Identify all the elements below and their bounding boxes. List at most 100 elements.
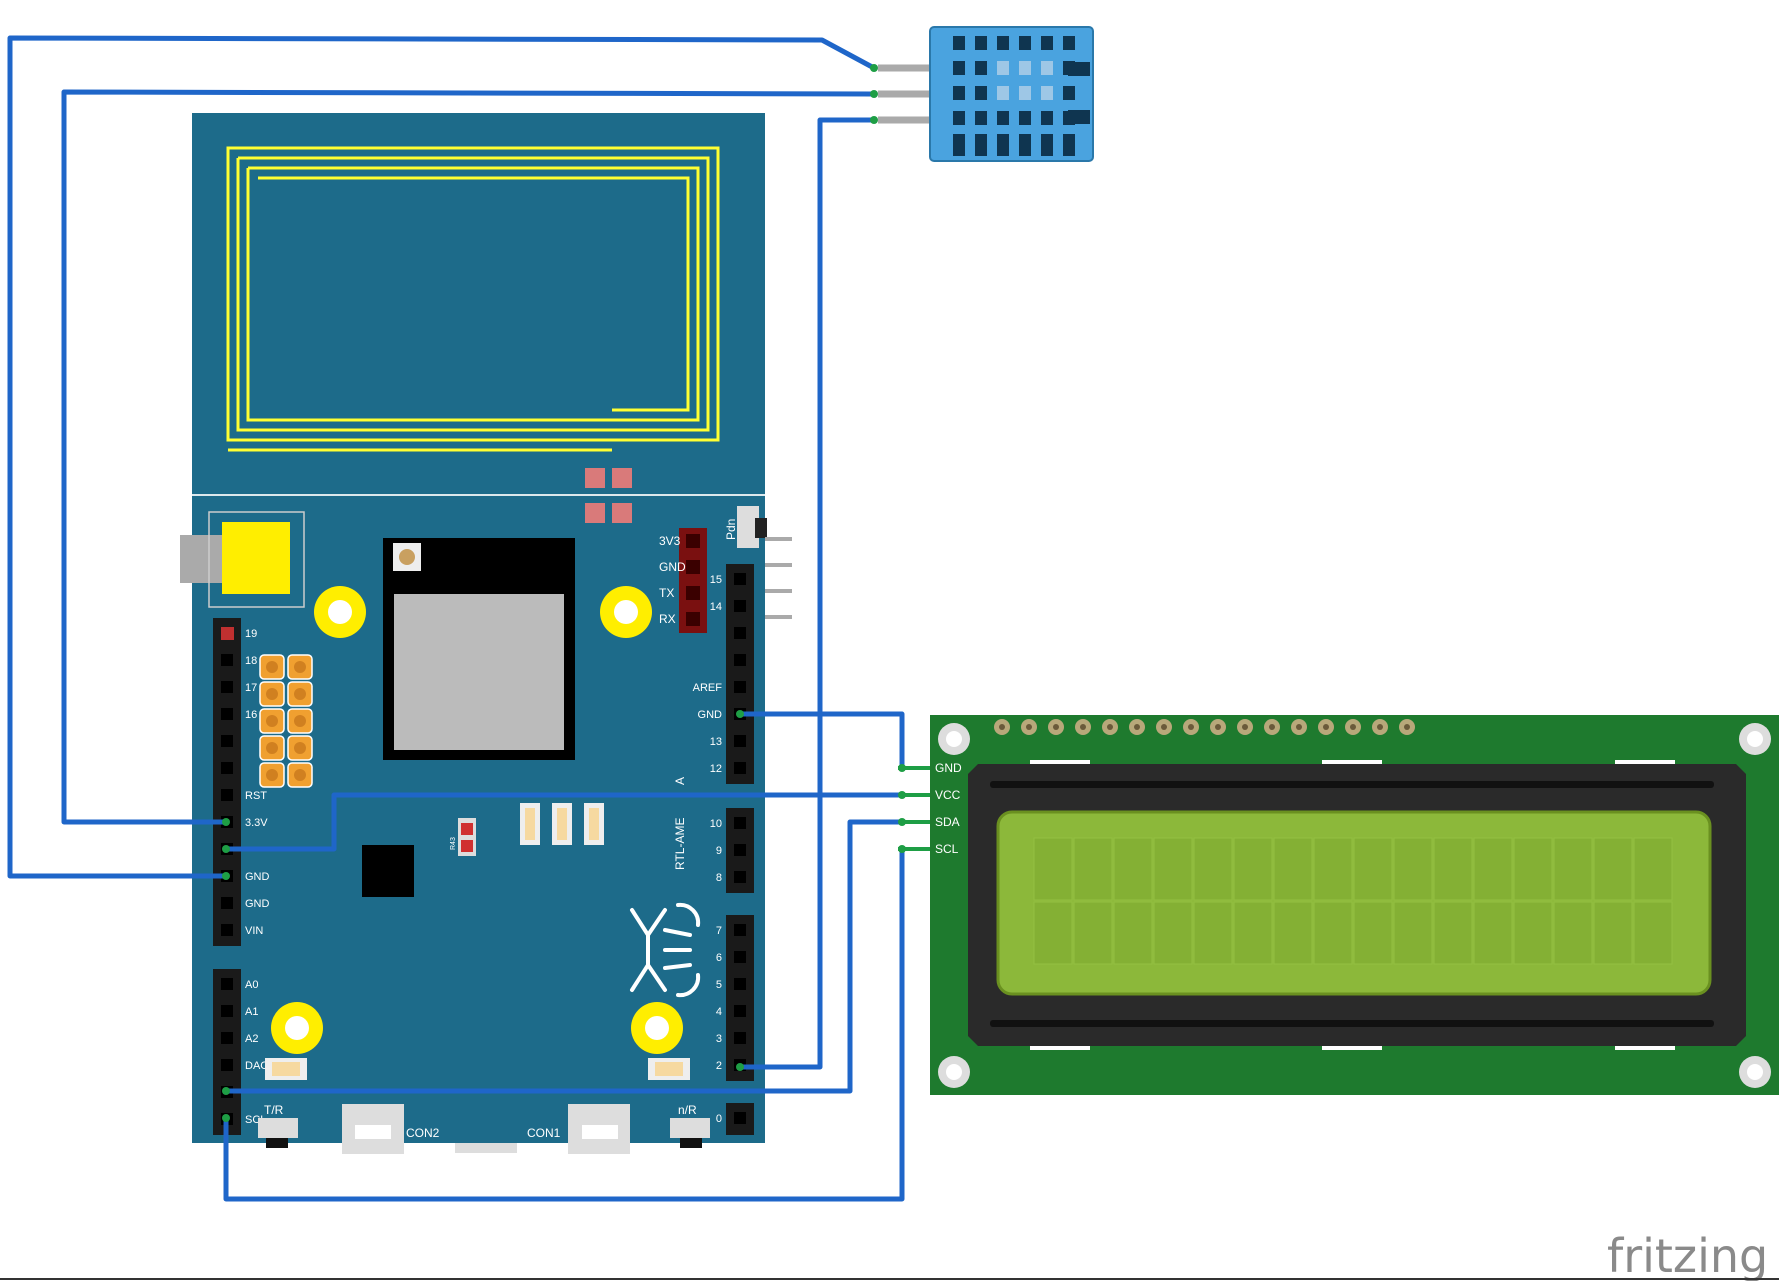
- sensor-vent: [1019, 36, 1031, 50]
- lcd-char-cell: [1033, 901, 1073, 965]
- sensor-vent: [1041, 61, 1053, 75]
- lcd-char-cell: [1433, 837, 1473, 901]
- sensor-vent: [1019, 111, 1031, 125]
- header-pin: [221, 1032, 233, 1044]
- sensor-vent: [1041, 111, 1053, 125]
- lcd-header-pin-hole: [1296, 724, 1302, 730]
- diodes: [265, 1058, 690, 1080]
- lcd-char-cell: [1553, 901, 1593, 965]
- lcd-char-cell: [1113, 837, 1153, 901]
- dev-board: 3V3 GND TX RX Pdn 19181716RST3.3VGNDGNDV…: [180, 113, 792, 1154]
- sensor-vent: [997, 61, 1009, 75]
- header-pin-label: 4: [716, 1006, 722, 1018]
- lcd-header-pin-hole: [1080, 724, 1086, 730]
- sensor-vent: [997, 86, 1009, 100]
- chip: [362, 845, 414, 897]
- lcd-char-cell: [1273, 837, 1313, 901]
- lcd-char-cell: [1233, 901, 1273, 965]
- wire-sensor-mid-to-board-3v3: [61, 89, 877, 825]
- sensor-vent: [1041, 36, 1053, 50]
- header-pin: [734, 871, 746, 883]
- header-pin-label: A0: [245, 979, 258, 991]
- lcd-header-pin-hole: [1026, 724, 1032, 730]
- lcd-char-cell: [1353, 837, 1393, 901]
- lcd-header-pin-hole: [1404, 724, 1410, 730]
- jumper-pads: [259, 654, 313, 788]
- leds: [520, 803, 604, 845]
- sensor-vent: [1041, 134, 1053, 156]
- lcd-char-cells: [1033, 837, 1673, 965]
- lcd-char-cell: [1353, 901, 1393, 965]
- lcd-header-pin-hole: [1107, 724, 1113, 730]
- uart-label-rx: RX: [659, 612, 676, 626]
- board-a-label: A: [673, 777, 687, 785]
- lcd-header-pin-hole: [1269, 724, 1275, 730]
- sensor-vent: [1041, 86, 1053, 100]
- header-pin: [221, 924, 233, 936]
- lcd-pin-vcc: VCC: [935, 788, 961, 802]
- lcd-header-pin-hole: [1161, 724, 1167, 730]
- sensor-vent: [953, 111, 965, 125]
- con2-label: CON2: [406, 1126, 440, 1140]
- header-pin: [221, 762, 233, 774]
- lcd-header-pin-hole: [1323, 724, 1329, 730]
- lcd-char-cell: [1513, 901, 1553, 965]
- lcd-char-cell: [1193, 837, 1233, 901]
- sensor-vent: [953, 86, 965, 100]
- header-pin-label: 15: [710, 574, 722, 586]
- header-pin: [221, 897, 233, 909]
- header-pin-label: 0: [716, 1113, 722, 1125]
- header-pin: [221, 789, 233, 801]
- usb-connectors: [342, 1104, 630, 1154]
- lcd-header-pins: [994, 719, 1415, 735]
- wires: [7, 35, 905, 1202]
- lcd-header-pin-hole: [1188, 724, 1194, 730]
- right-bottom-header: 0: [716, 1103, 754, 1135]
- lcd-char-cell: [1313, 837, 1353, 901]
- uart-label-3v3: 3V3: [659, 534, 681, 548]
- pin1-marker: [221, 627, 234, 640]
- resistor-r43: R43: [450, 818, 476, 856]
- wire-sensor-data-to-pin2: [737, 117, 877, 1070]
- header-pin-label: 9: [716, 845, 722, 857]
- header-pin: [734, 924, 746, 936]
- lcd-char-cell: [1433, 901, 1473, 965]
- sensor-vent: [975, 111, 987, 125]
- header-pin: [734, 1005, 746, 1017]
- uart-label-tx: TX: [659, 586, 674, 600]
- lcd-tabs: [1030, 760, 1675, 1050]
- lcd-char-cell: [1393, 901, 1433, 965]
- lcd-header-pin-hole: [1350, 724, 1356, 730]
- header-housing: [726, 564, 754, 784]
- uart-label-gnd: GND: [659, 560, 686, 574]
- header-pin-label: 10: [710, 818, 722, 830]
- lcd-header-pin-hole: [1377, 724, 1383, 730]
- header-pin: [734, 627, 746, 639]
- sensor-vent: [975, 86, 987, 100]
- header-pin: [734, 654, 746, 666]
- lcd-char-cell: [1033, 837, 1073, 901]
- lcd-char-cell: [1633, 837, 1673, 901]
- sensor-vent: [997, 36, 1009, 50]
- sensor-vent: [1063, 86, 1075, 100]
- lcd-char-cell: [1233, 837, 1273, 901]
- tr-label: T/R: [264, 1103, 284, 1117]
- header-pin: [734, 978, 746, 990]
- lcd-char-cell: [1273, 901, 1313, 965]
- sensor-vent: [953, 134, 965, 156]
- header-pin-label: GND: [698, 709, 723, 721]
- lcd-char-cell: [1593, 901, 1633, 965]
- header-pin-label: 16: [245, 709, 257, 721]
- header-housing: [726, 915, 754, 1081]
- header-pin: [221, 1005, 233, 1017]
- header-pin: [221, 654, 233, 666]
- lcd-pin-gnd: GND: [935, 761, 962, 775]
- lcd-pin-scl: SCL: [935, 842, 959, 856]
- header-pin: [221, 681, 233, 693]
- lcd-header-pin-hole: [1134, 724, 1140, 730]
- lcd-char-cell: [1153, 901, 1193, 965]
- wire-ends: [222, 64, 906, 1122]
- sensor-vent: [953, 61, 965, 75]
- header-housing: [213, 969, 241, 1135]
